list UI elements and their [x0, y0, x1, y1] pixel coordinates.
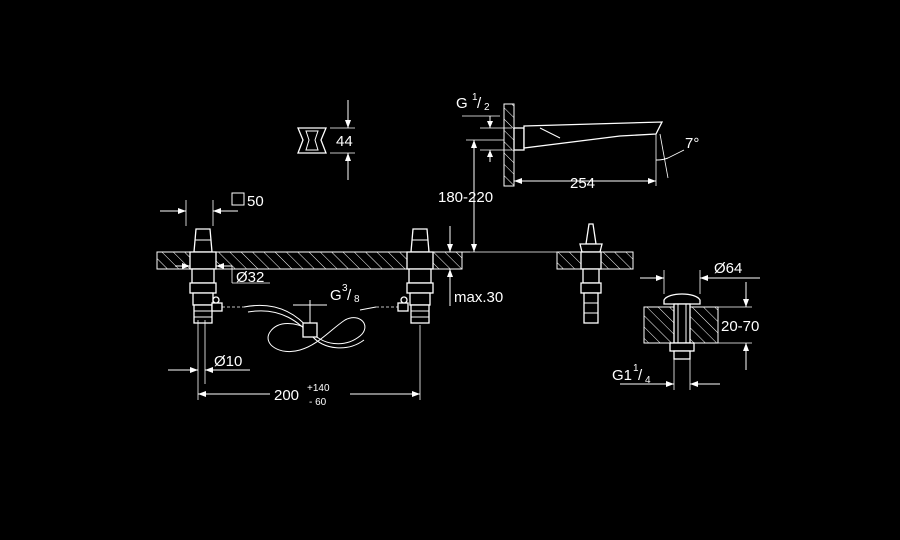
- dia-32-label: Ø32: [236, 269, 264, 286]
- inlet-g-den: 2: [484, 102, 490, 113]
- spout-mount-body: [579, 223, 603, 324]
- inlet-height-dim: [466, 139, 504, 252]
- hose-g-slash: /: [347, 287, 352, 304]
- spread-dim: [197, 325, 421, 400]
- drain-g-label: G1: [612, 367, 632, 384]
- dia-10-dim: [168, 320, 250, 384]
- spread-main-label: 200: [274, 387, 299, 404]
- square-50-dim: [160, 192, 245, 226]
- deck-max-dim: [433, 226, 470, 306]
- drain-thickness-label: 20-70: [721, 318, 759, 335]
- height-44-label: 44: [336, 133, 353, 150]
- spout-angle-label: 7°: [685, 135, 699, 152]
- deck-max-label: max.30: [454, 289, 503, 306]
- drain-g-den: 4: [645, 375, 651, 386]
- inlet-height-label: 180-220: [438, 189, 493, 206]
- drain-g-slash: /: [638, 367, 643, 384]
- drain-thickness-dim: [718, 282, 752, 370]
- drain-dia-label: Ø64: [714, 260, 742, 277]
- right-handle-valve: [376, 228, 434, 324]
- hose-g-num: 3: [342, 283, 348, 294]
- hose-g-den: 8: [354, 294, 360, 305]
- drain-dia-dim: [640, 270, 760, 294]
- spout-length-dim: [513, 150, 656, 186]
- spout-length-label: 254: [570, 175, 595, 192]
- hose-connector: [243, 300, 377, 352]
- inlet-g-slash: /: [477, 95, 482, 112]
- spread-minus-label: - 60: [309, 397, 327, 408]
- left-handle-valve: [189, 228, 244, 324]
- hose-g-label: G: [330, 287, 342, 304]
- inlet-g-num: 1: [472, 92, 478, 103]
- spread-plus-label: +140: [307, 383, 330, 394]
- wall-spout: [503, 103, 669, 187]
- dia-32-dim: [175, 263, 270, 284]
- inlet-g-label: G: [456, 95, 468, 112]
- handle-top-view: [297, 100, 355, 180]
- spout-angle-dim: [655, 149, 685, 161]
- dia-10-label: Ø10: [214, 353, 242, 370]
- square-50-label: 50: [247, 193, 264, 210]
- drain-g-num: 1: [633, 363, 639, 374]
- inlet-thread-dim: [462, 115, 512, 162]
- drain-section: [643, 293, 719, 360]
- drain-thread-dim: [620, 359, 720, 390]
